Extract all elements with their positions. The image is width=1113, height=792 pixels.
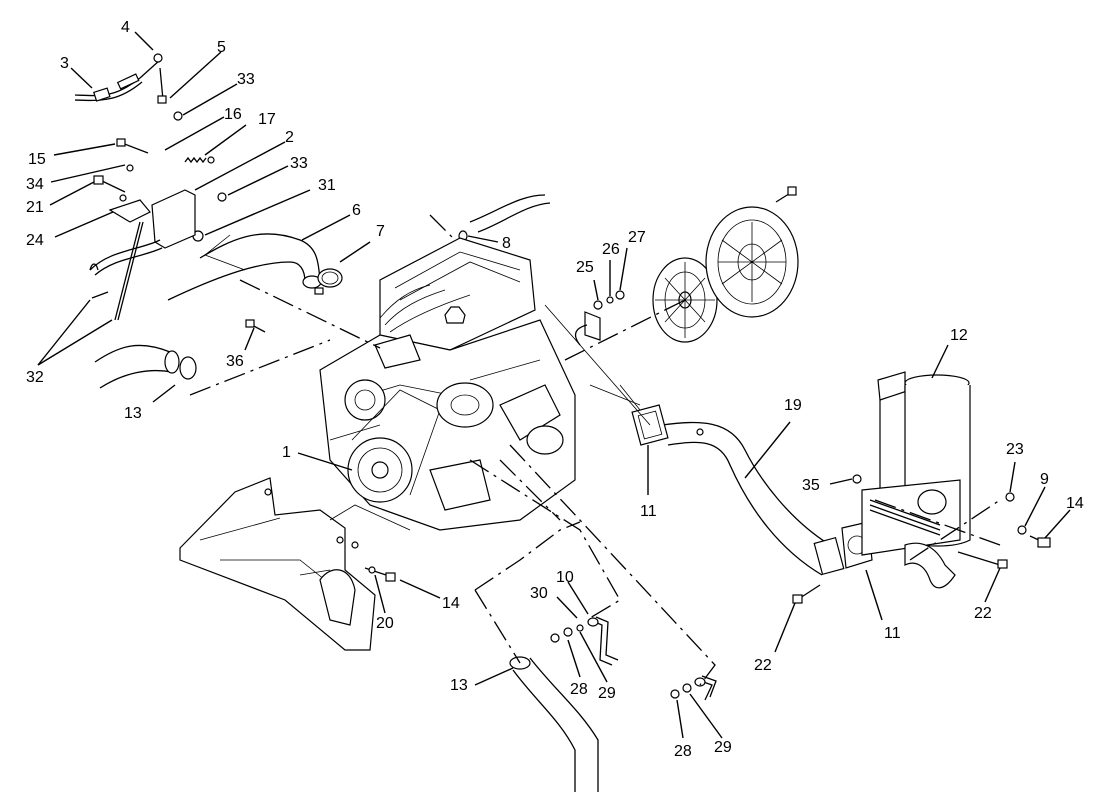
lower-hose bbox=[509, 656, 599, 792]
bracket-bolts bbox=[93, 138, 149, 193]
throttle-cable bbox=[74, 53, 163, 102]
callout-4: 4 bbox=[121, 19, 130, 36]
callout-13-bottom: 13 bbox=[450, 677, 468, 694]
spring bbox=[184, 156, 215, 164]
callout-13-left: 13 bbox=[124, 405, 142, 422]
assembly-lines bbox=[189, 214, 1001, 686]
throttle-bracket bbox=[89, 189, 196, 276]
engine-block bbox=[319, 237, 576, 531]
mount-bolt bbox=[364, 566, 396, 582]
callout-12: 12 bbox=[950, 327, 968, 344]
leader-lines bbox=[37, 31, 1071, 739]
callout-26: 26 bbox=[602, 241, 620, 258]
callout-11-left: 11 bbox=[640, 503, 657, 520]
callout-22-right: 22 bbox=[974, 605, 992, 622]
fittings-group-b bbox=[670, 675, 717, 701]
callout-2: 2 bbox=[285, 129, 294, 146]
callout-35: 35 bbox=[802, 477, 820, 494]
callout-14-right: 14 bbox=[1066, 495, 1084, 512]
callout-33-top: 33 bbox=[237, 71, 255, 88]
callout-11-right: 11 bbox=[884, 625, 901, 642]
throttle-rods bbox=[91, 221, 144, 321]
callout-24: 24 bbox=[26, 232, 44, 249]
callout-3: 3 bbox=[60, 55, 69, 72]
fittings-group-a bbox=[550, 616, 619, 666]
callout-1: 1 bbox=[282, 444, 291, 461]
callout-31: 31 bbox=[318, 177, 336, 194]
engine-mount-frame bbox=[179, 477, 376, 651]
callout-27: 27 bbox=[628, 229, 646, 246]
nut-middle bbox=[217, 192, 227, 202]
lower-radiator-hose bbox=[94, 344, 197, 389]
exhaust-pipe bbox=[631, 404, 831, 576]
callout-29: 29 bbox=[598, 685, 616, 702]
callout-7: 7 bbox=[376, 223, 385, 240]
callout-30: 30 bbox=[530, 585, 548, 602]
muffler-bolts bbox=[792, 474, 1051, 604]
callout-34: 34 bbox=[26, 176, 44, 193]
callout-9: 9 bbox=[1040, 471, 1049, 488]
callout-32: 32 bbox=[26, 369, 44, 386]
callout-17: 17 bbox=[258, 111, 276, 128]
cable-bolt bbox=[157, 67, 167, 104]
upper-radiator-hose bbox=[167, 233, 322, 301]
callout-19: 19 bbox=[784, 397, 802, 414]
clutch-disc bbox=[652, 257, 718, 343]
pressure-plate bbox=[705, 186, 799, 318]
bracket-hardware bbox=[574, 290, 625, 346]
callout-8: 8 bbox=[502, 235, 511, 252]
callout-29-bottom: 29 bbox=[714, 739, 732, 756]
callout-6: 6 bbox=[352, 202, 361, 219]
callouts: 3 4 5 33 16 17 15 2 34 33 21 31 24 6 7 8… bbox=[26, 19, 1084, 760]
callout-14-mid: 14 bbox=[442, 595, 460, 612]
callout-20: 20 bbox=[376, 615, 394, 632]
nut-upper bbox=[173, 111, 183, 121]
callout-28-bottom: 28 bbox=[674, 743, 692, 760]
callout-10: 10 bbox=[556, 569, 574, 586]
callout-25: 25 bbox=[576, 259, 594, 276]
callout-5: 5 bbox=[217, 39, 226, 56]
callout-36: 36 bbox=[226, 353, 244, 370]
callout-21: 21 bbox=[26, 199, 44, 216]
hose-clamp-upper bbox=[314, 268, 343, 295]
callout-16: 16 bbox=[224, 106, 242, 123]
callout-22-bottom: 22 bbox=[754, 657, 772, 674]
callout-33-mid: 33 bbox=[290, 155, 308, 172]
stud-bolt bbox=[245, 319, 266, 333]
callout-15: 15 bbox=[28, 151, 46, 168]
callout-23: 23 bbox=[1006, 441, 1024, 458]
callout-28: 28 bbox=[570, 681, 588, 698]
